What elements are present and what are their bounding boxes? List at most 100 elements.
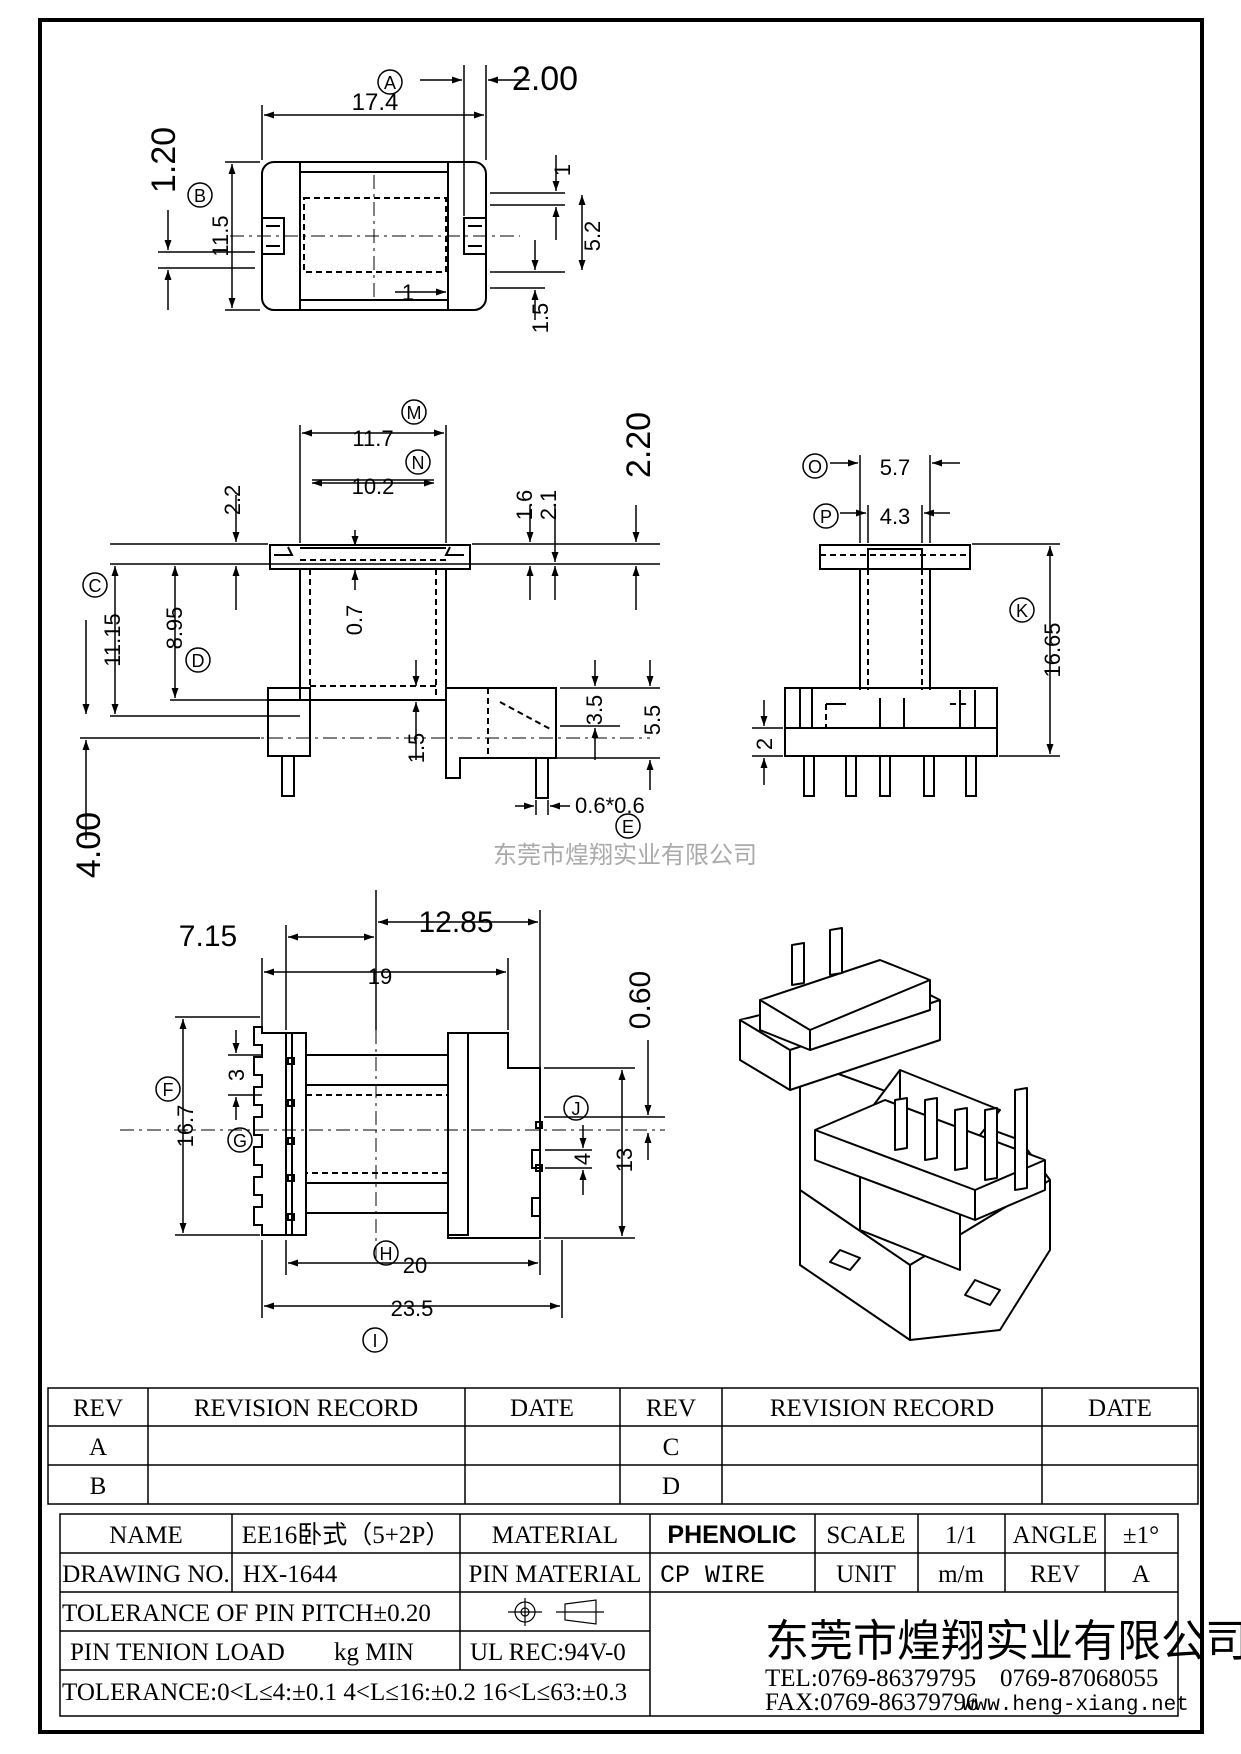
ref-f-label: F (163, 1080, 174, 1100)
ref-p-label: P (820, 507, 832, 527)
title-block-text: NAME EE16卧式（5+2P） MATERIAL PHENOLIC SCAL… (62, 1521, 1241, 1717)
dim-16-7: 16.7 (173, 1105, 198, 1148)
dim-3-5: 3.5 (582, 695, 607, 726)
ref-a-label: A (384, 73, 396, 93)
dim-0-7: 0.7 (342, 605, 367, 636)
dim-10-2: 10.2 (352, 474, 395, 499)
angle-value: ±1° (1123, 1522, 1159, 1549)
dim-11-5: 11.5 (208, 215, 233, 256)
front-view-labels: 11.7 10.2 2.20 2.2 1.6 2.1 11.15 8.95 0.… (70, 399, 665, 878)
dim-20: 20 (403, 1253, 427, 1278)
ref-d-label: D (192, 651, 205, 671)
fax: FAX:0769-86379796 (765, 1689, 978, 1716)
name-label: NAME (109, 1522, 183, 1549)
rev-row-a: A (89, 1434, 107, 1461)
pin-material-value: CP WIRE (660, 1561, 765, 1590)
ref-i-label: I (372, 1331, 377, 1351)
revision-record-header-2: REVISION RECORD (770, 1395, 994, 1422)
pin-tension-unit: kg MIN (334, 1639, 414, 1666)
dim-19: 19 (368, 964, 392, 989)
title-block (59, 1513, 1179, 1717)
dim-1-5-front: 1.5 (404, 733, 429, 764)
dim-2-side: 2 (752, 738, 777, 750)
revision-table-text: REV REVISION RECORD DATE REV REVISION RE… (73, 1395, 1152, 1500)
front-view-dimensions (80, 425, 660, 840)
projection-symbol-icon (508, 1598, 604, 1626)
isometric-view (739, 927, 1051, 1341)
scale-label: SCALE (826, 1522, 905, 1549)
dim-0-60: 0.60 (624, 971, 657, 1029)
side-view (784, 544, 998, 797)
ul-rec: UL REC:94V-0 (470, 1639, 626, 1666)
rev-header-2: REV (646, 1395, 696, 1422)
bottom-view-dimensions (175, 890, 665, 1318)
dim-4-00: 4.00 (70, 812, 108, 878)
dim-12-85: 12.85 (418, 906, 493, 939)
ref-g-label: G (233, 1131, 247, 1151)
dim-1-20: 1.20 (145, 127, 183, 193)
dim-2-20: 2.20 (620, 412, 658, 478)
rev-row-b: B (90, 1473, 107, 1500)
dim-17-4: 17.4 (352, 89, 399, 116)
front-view (80, 544, 650, 799)
telephone-1: TEL:0769-86379795 (765, 1665, 976, 1692)
bottom-view (120, 895, 665, 1260)
rev-row-d: D (662, 1473, 680, 1500)
company-name: 东莞市煌翔实业有限公司 (765, 1616, 1241, 1667)
rev-row-c: C (663, 1434, 680, 1461)
rev-value: A (1132, 1561, 1150, 1588)
dim-1-top: 1 (550, 164, 575, 176)
angle-label: ANGLE (1013, 1522, 1098, 1549)
side-view-dimensions (752, 455, 1060, 785)
dim-2-00: 2.00 (512, 60, 578, 98)
dim-4-3: 4.3 (880, 504, 911, 529)
watermark-text: 东莞市煌翔实业有限公司 (493, 841, 757, 869)
date-header-2: DATE (1088, 1395, 1152, 1422)
side-view-labels: 5.7 4.3 16.65 2 O P K (752, 453, 1065, 750)
dim-13: 13 (612, 1148, 637, 1172)
website: www.heng-xiang.net (962, 1694, 1189, 1717)
revision-record-header-1: REVISION RECORD (194, 1395, 418, 1422)
dim-5-5: 5.5 (640, 705, 665, 736)
dim-8-95: 8.95 (162, 607, 187, 650)
dim-1-6: 1.6 (512, 490, 537, 521)
drawing-no-value: HX-1644 (243, 1561, 338, 1588)
top-view-labels: 2.00 17.4 1.20 11.5 1 5.2 1 1.5 A B (145, 60, 605, 333)
tolerance-general: TOLERANCE:0<L≤4:±0.1 4<L≤16:±0.2 16<L≤63… (62, 1679, 627, 1706)
ref-c-label: C (89, 576, 102, 596)
dim-3: 3 (224, 1069, 249, 1081)
ref-n-label: N (412, 453, 425, 473)
dim-23-5: 23.5 (391, 1296, 434, 1321)
dim-11-7: 11.7 (352, 426, 393, 451)
telephone-2: 0769-87068055 (1000, 1665, 1158, 1692)
tolerance-pin-pitch: TOLERANCE OF PIN PITCH±0.20 (62, 1600, 431, 1627)
part-name-value: EE16卧式（5+2P） (242, 1521, 451, 1549)
sheet-border (38, 18, 1204, 1734)
dim-2-2: 2.2 (220, 485, 245, 516)
pin-material-label: PIN MATERIAL (469, 1561, 642, 1588)
dim-1-5: 1.5 (528, 303, 553, 334)
dim-2-1: 2.1 (536, 490, 561, 521)
dim-1-bottom: 1 (402, 280, 414, 305)
dim-4: 4 (570, 1153, 595, 1165)
bottom-view-labels: 7.15 12.85 19 0.60 16.7 3 4 13 20 23.5 F… (155, 906, 657, 1353)
ref-m-label: M (407, 403, 422, 423)
dim-7-15: 7.15 (179, 920, 237, 953)
dim-5-2: 5.2 (580, 221, 605, 252)
ref-j-label: J (572, 1099, 581, 1119)
material-value: PHENOLIC (667, 1521, 796, 1549)
ref-k-label: K (1016, 601, 1028, 621)
top-view-dimensions (158, 65, 586, 320)
ref-o-label: O (808, 457, 822, 477)
dim-5-7: 5.7 (880, 455, 911, 480)
date-header-1: DATE (510, 1395, 574, 1422)
ref-e-label: E (622, 817, 634, 837)
top-view (230, 161, 520, 311)
dim-pin-size: 0.6*0.6 (575, 793, 645, 818)
revision-table (47, 1387, 1199, 1505)
ref-h-label: H (380, 1244, 393, 1264)
pin-tension-label: PIN TENION LOAD (70, 1639, 285, 1666)
scale-value: 1/1 (945, 1522, 977, 1549)
material-label: MATERIAL (492, 1522, 618, 1549)
